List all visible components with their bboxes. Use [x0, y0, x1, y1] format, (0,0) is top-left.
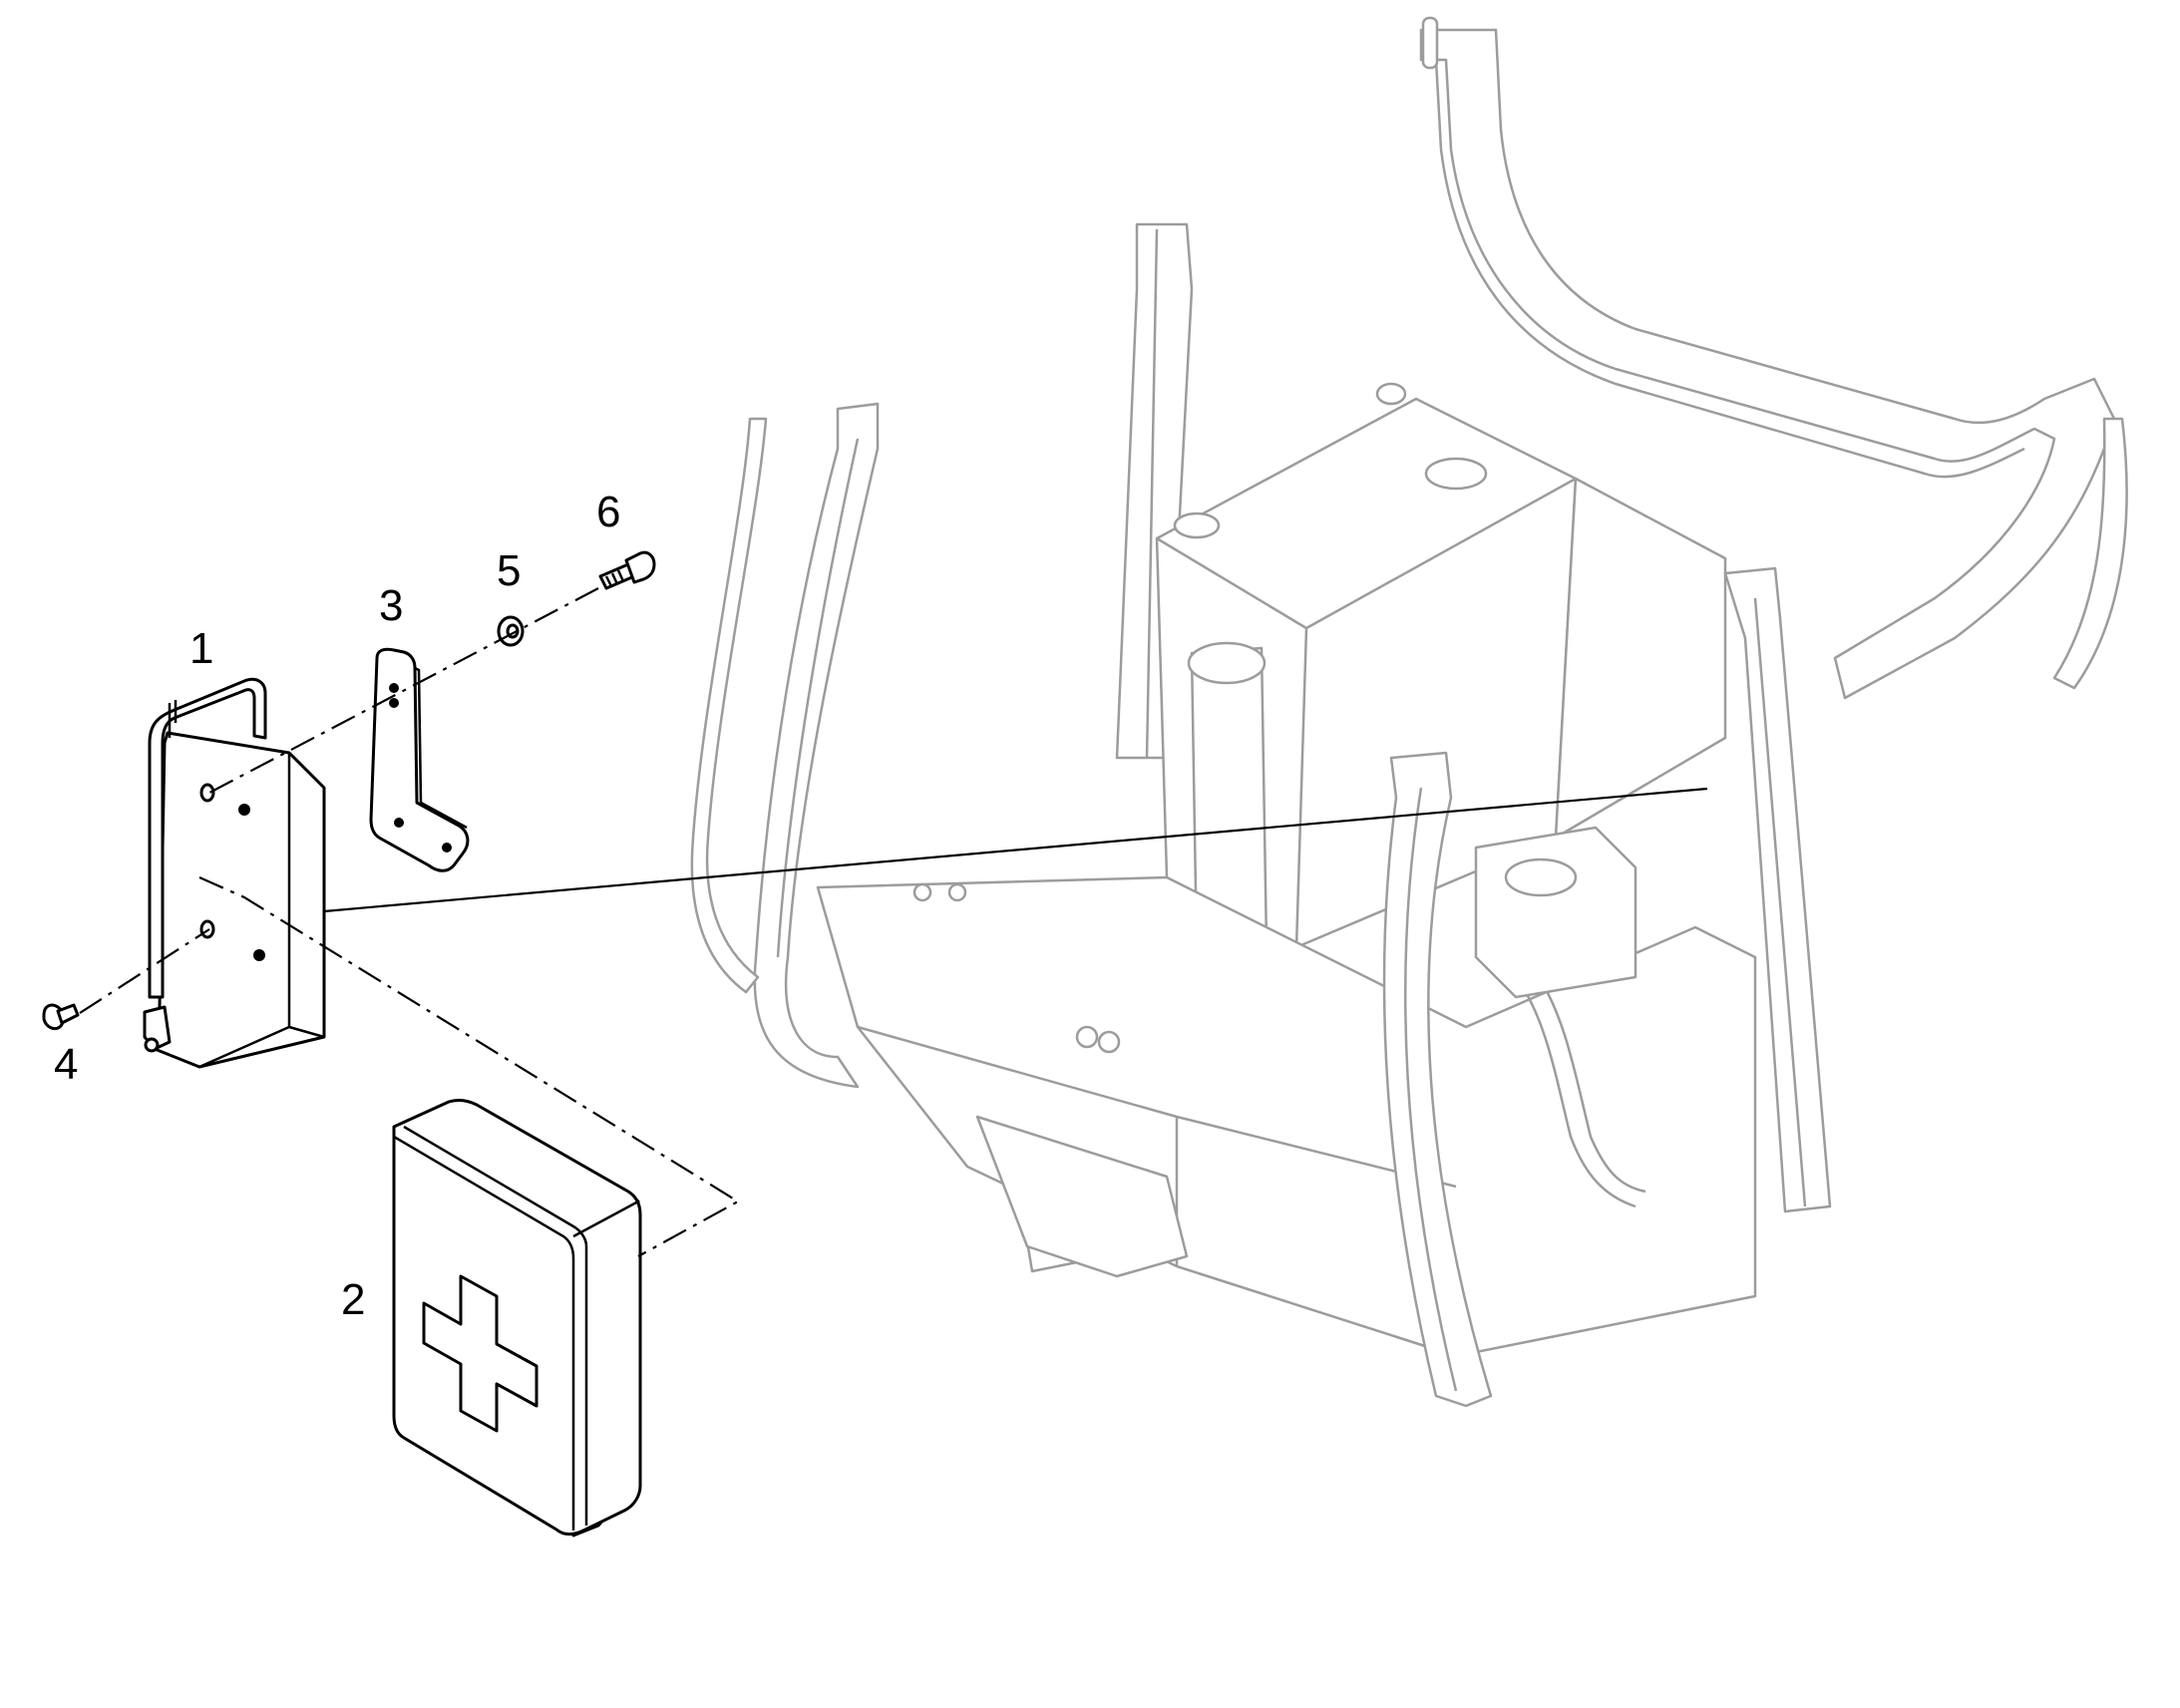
cab-rear-arch	[1419, 28, 2116, 700]
box-lid-rim	[393, 1125, 639, 1531]
bracket-plate	[148, 731, 326, 1069]
l-plate-edge	[414, 666, 468, 830]
bolt-thread	[604, 569, 625, 587]
right-front-pillar	[1723, 566, 1832, 1213]
filler-neck	[1173, 512, 1221, 539]
callout-6: 6	[596, 488, 620, 536]
rear-console	[1474, 826, 1637, 999]
screw-shank	[56, 1003, 80, 1025]
pedal-bolt-1	[1075, 1025, 1099, 1049]
filler-neck-2	[1375, 382, 1407, 406]
rear-top-tube	[1421, 16, 1439, 70]
pedal-bolt-3	[912, 882, 932, 902]
bracket-plate-fold	[198, 753, 325, 1069]
right-side-panel	[1554, 477, 1727, 840]
bracket-hole-1	[199, 783, 215, 803]
l-plate-hole-3	[394, 818, 404, 828]
l-plate-hole-1	[389, 683, 399, 693]
axis-bolt-to-bracket	[208, 587, 599, 794]
console-cup	[1504, 857, 1578, 897]
axis-screw-to-bracket	[79, 928, 210, 1014]
cab-rear-arch-inner	[1434, 59, 2025, 479]
front-right-pillar	[1382, 751, 1493, 1408]
l-plate-hole-4	[442, 843, 452, 853]
box-front	[392, 1099, 642, 1537]
hydraulic-hose-2	[1534, 971, 1646, 1194]
cab-frame	[690, 16, 2128, 1408]
location-leader-line	[323, 787, 1708, 913]
hydraulic-hose	[1514, 976, 1636, 1208]
front-right-pillar-inner	[1403, 787, 1458, 1392]
tank-cap	[1424, 457, 1488, 491]
left-front-pillar-inner	[776, 438, 860, 958]
part-3-l-plate	[369, 647, 470, 872]
callout-4: 4	[54, 1040, 78, 1089]
axis-lower-to-box	[198, 875, 741, 1257]
part-4-screw	[42, 1003, 80, 1031]
part-1-bracket	[143, 677, 326, 1069]
left-outer-tube	[690, 417, 768, 994]
right-rear-tube	[2052, 417, 2128, 690]
steering-column-top	[1187, 641, 1267, 685]
underbody	[975, 1115, 1189, 1278]
bracket-bolt-2	[253, 949, 265, 961]
callout-5: 5	[497, 546, 521, 595]
floor-plate	[816, 875, 1757, 1358]
part-2-first-aid-box	[392, 1099, 642, 1537]
bolt-head	[624, 550, 656, 584]
part-6-bolt	[598, 550, 656, 590]
fuel-tank-box-edges	[1156, 477, 1577, 948]
callouts: 1 2 3 4 5 6	[54, 488, 620, 1324]
callout-1: 1	[189, 624, 213, 673]
part-5-washer	[497, 615, 525, 647]
pedal-bolt-2	[1097, 1030, 1121, 1054]
pedal-bolt-4	[947, 882, 967, 902]
callout-2: 2	[341, 1275, 365, 1324]
callout-3: 3	[379, 581, 403, 630]
left-front-pillar	[753, 402, 880, 1089]
right-front-pillar-edge	[1753, 597, 1807, 1207]
bracket-handle-back	[168, 700, 178, 738]
bracket-foot-pin	[144, 1037, 160, 1053]
l-plate-hole-2	[389, 698, 399, 708]
bracket-bolt-1	[238, 804, 250, 816]
left-rear-pillar-edge	[1145, 228, 1159, 759]
first-aid-cross	[422, 1274, 539, 1433]
assembly-lines	[79, 587, 741, 1257]
